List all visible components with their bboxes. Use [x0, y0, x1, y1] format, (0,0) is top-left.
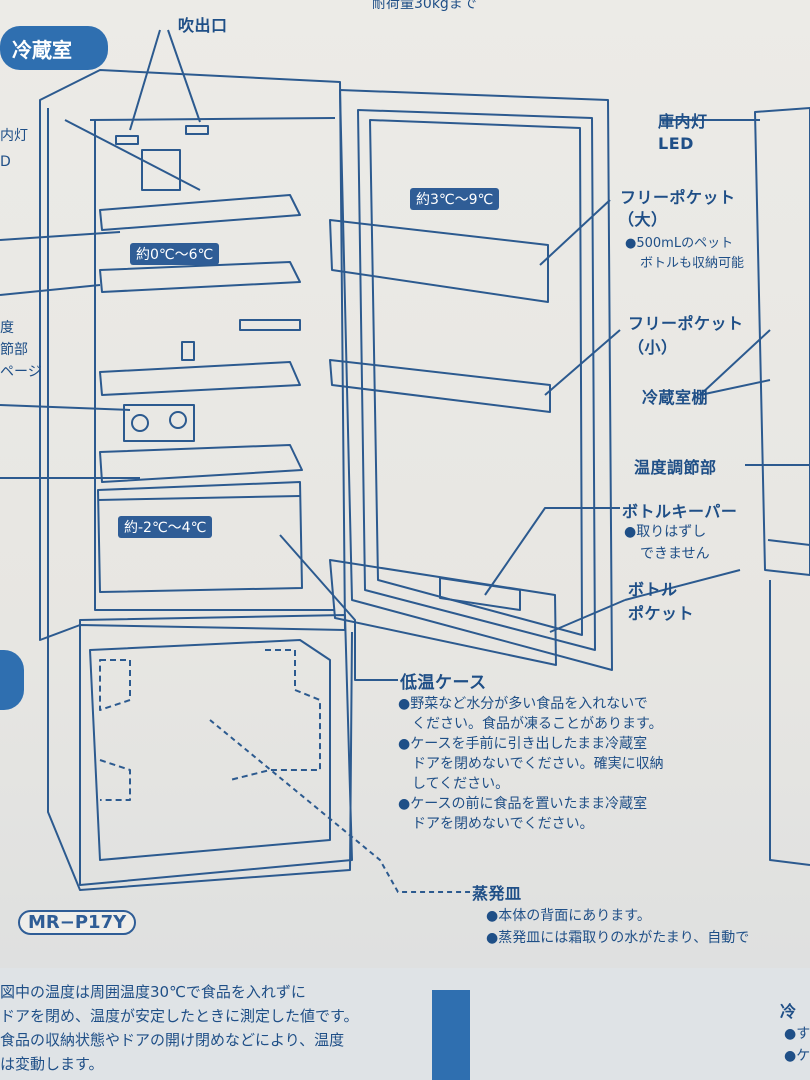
footnote: 図中の温度は周囲温度30℃で食品を入れずに ドアを閉め、温度が安定したときに測定… [0, 980, 359, 1076]
free-pocket-large-drawing [329, 219, 549, 303]
cabinet-inner [94, 120, 335, 611]
low-temp-case-note: ●ケースを手前に引き出したまま冷蔵室 [398, 736, 648, 752]
bottle-pocket-label-1: ボトル [628, 580, 678, 599]
low-temp-case-note: ●ケースの前に食品を置いたまま冷蔵室 [398, 796, 648, 812]
bottle-keeper-note-1: ●取りはずし [624, 524, 707, 540]
footnote-line: ドアを閉め、温度が安定したときに測定した値です。 [0, 1007, 359, 1025]
shelf-2 [99, 261, 301, 293]
interior-light-sub: LED [658, 134, 694, 153]
evaporation-tray-title: 蒸発皿 [472, 884, 522, 903]
shelf-1 [99, 194, 301, 231]
shelf-3 [99, 361, 301, 396]
bottom-band [0, 968, 810, 1080]
shelf-label: 冷蔵室棚 [642, 388, 709, 407]
cabinet-outline [39, 69, 346, 641]
bottom-right-fragment: 冷 [780, 1002, 797, 1021]
shelf-4 [99, 444, 303, 483]
bottom-compartment [79, 614, 353, 886]
bottle-keeper-note-2: できません [640, 546, 710, 562]
top-right-note: 耐荷量30kgまで [372, 0, 477, 12]
upper-temp-label: 約0℃～6℃ [130, 243, 220, 265]
footnote-line: 図中の温度は周囲温度30℃で食品を入れずに [0, 983, 306, 1001]
adjust-fragment-3: ページ [0, 364, 42, 380]
low-temp-case-note: ●野菜など水分が多い食品を入れないで [398, 696, 648, 712]
temp-control-label: 温度調節部 [634, 458, 717, 477]
free-pocket-large-note-1: ●500mLのペット [625, 236, 734, 251]
low-temp-case-note: してください。 [412, 776, 510, 792]
section-title: 冷蔵室 [12, 38, 72, 62]
bottom-right-fragment: ●ケ [784, 1048, 810, 1064]
low-temp-case-title: 低温ケース [400, 673, 487, 693]
evaporation-tray-note: ●蒸発皿には霜取りの水がたまり、自動で [486, 930, 750, 946]
bottle-keeper-label: ボトルキーパー [622, 502, 738, 521]
low-temp-case-drawing [97, 481, 303, 593]
low-temp-case-note: ドアを閉めないでください。 [412, 816, 594, 832]
free-pocket-large-note-2: ボトルも収納可能 [640, 256, 745, 271]
door-temp-label: 約3℃～9℃ [410, 188, 500, 210]
low-temp-case-note: ください。食品が凍ることがあります。 [412, 716, 663, 732]
footnote-line: は変動します。 [0, 1055, 104, 1073]
bottom-blue-strip [432, 990, 470, 1080]
low-temp-case-notes: ●野菜など水分が多い食品を入れないで ください。食品が凍ることがあります。 ●ケ… [398, 694, 664, 834]
right-fridge-edge [754, 107, 810, 576]
adjust-fragment-2: 節部 [0, 342, 28, 358]
bottle-pocket-label-2: ポケット [628, 604, 695, 623]
model-badge: MR−P17Y [18, 910, 137, 935]
vent-right [185, 125, 209, 135]
section-pill: 冷蔵室 [0, 26, 108, 70]
low-temp-case-temp: 約-2℃～4℃ [118, 516, 213, 538]
light-fragment: 内灯 [0, 128, 28, 144]
light-fragment-2: D [0, 154, 11, 170]
low-temp-case-note: ドアを閉めないでください。確実に収納 [412, 756, 664, 772]
footnote-line: 食品の収納状態やドアの開け閉めなどにより、温度 [0, 1031, 345, 1049]
free-pocket-small-label: フリーポケット [628, 314, 744, 333]
section-pill-2 [0, 650, 24, 710]
door-outline [339, 89, 613, 671]
free-pocket-large-label: フリーポケット [620, 188, 736, 207]
free-pocket-small-size: （小） [628, 338, 678, 357]
adjust-fragment-1: 度 [0, 320, 14, 336]
free-pocket-small-drawing [329, 359, 551, 413]
bottom-right-fragment: ●す [784, 1026, 810, 1042]
vent-left [115, 135, 139, 145]
evaporation-tray-note: ●本体の背面にあります。 [486, 908, 651, 924]
free-pocket-large-size: （大） [618, 210, 668, 229]
vent-label: 吹出口 [178, 16, 228, 35]
interior-light-label: 庫内灯 [658, 112, 708, 131]
